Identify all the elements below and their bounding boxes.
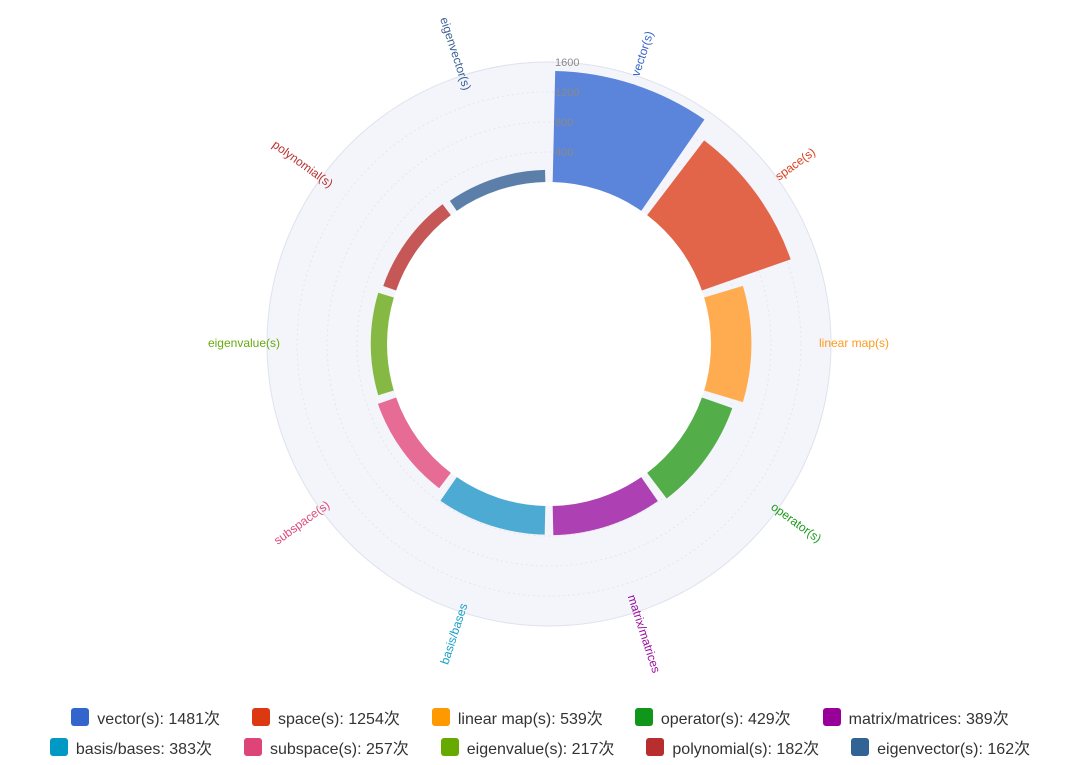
legend-label: polynomial(s): 182次	[672, 741, 820, 758]
bar[interactable]	[383, 204, 451, 291]
bar[interactable]	[647, 397, 733, 499]
legend-label: eigenvalue(s): 217次	[466, 741, 615, 758]
legend-swatch	[851, 738, 870, 756]
legend-swatch	[440, 738, 459, 756]
legend-label: operator(s): 429次	[660, 711, 791, 728]
legend-item[interactable]: operator(s): 429次	[634, 705, 791, 729]
legend-swatch	[646, 738, 665, 756]
legend-swatch	[71, 708, 90, 726]
bar[interactable]	[377, 397, 451, 489]
legend-item[interactable]: polynomial(s): 182次	[646, 735, 819, 759]
category-label: space(s)	[773, 145, 818, 183]
legend-swatch	[822, 708, 841, 726]
category-label: eigenvalue(s)	[208, 336, 280, 350]
legend-label: linear map(s): 539次	[457, 711, 603, 728]
gridline	[326, 121, 772, 567]
legend-item[interactable]: space(s): 1254次	[252, 705, 400, 729]
bar[interactable]	[647, 140, 791, 291]
bars	[370, 70, 791, 536]
tick-label: 800	[555, 117, 573, 129]
legend-label: vector(s): 1481次	[97, 711, 221, 728]
radial-bar-chart: 400 800 1200 1600 vector(s) space(s) linear m…	[208, 15, 889, 674]
legend-label: matrix/matrices: 389次	[848, 711, 1009, 728]
legend-swatch	[49, 738, 68, 756]
category-label: linear map(s)	[819, 336, 889, 350]
bar[interactable]	[370, 292, 394, 396]
legend-row-1: vector(s): 1481次 space(s): 1254次 linear …	[0, 702, 1080, 732]
legend-swatch	[431, 708, 450, 726]
legend-swatch	[634, 708, 653, 726]
legend-item[interactable]: subspace(s): 257次	[243, 735, 409, 759]
category-label: subspace(s)	[271, 498, 332, 548]
legend-label: eigenvector(s): 162次	[877, 741, 1031, 758]
legend-item[interactable]: eigenvalue(s): 217次	[440, 735, 615, 759]
gridline	[296, 91, 802, 597]
legend-label: basis/bases: 383次	[75, 741, 212, 758]
radial-tick-labels: 400 800 1200 1600	[555, 57, 579, 159]
legend-swatch	[252, 708, 271, 726]
category-label: vector(s)	[629, 29, 657, 78]
legend-label: subspace(s): 257次	[269, 741, 409, 758]
bar[interactable]	[449, 169, 546, 211]
tick-label: 400	[555, 147, 573, 159]
legend-label: space(s): 1254次	[278, 711, 400, 728]
legend-item[interactable]: linear map(s): 539次	[431, 705, 603, 729]
tick-label: 1200	[555, 87, 579, 99]
category-label: polynomial(s)	[270, 137, 336, 190]
inner-hole	[387, 182, 711, 506]
category-label: basis/bases	[438, 602, 471, 667]
bar[interactable]	[552, 477, 658, 536]
legend-item[interactable]: matrix/matrices: 389次	[822, 705, 1009, 729]
legend-item[interactable]: eigenvector(s): 162次	[851, 735, 1030, 759]
tick-label: 1600	[555, 57, 579, 69]
legend-item[interactable]: vector(s): 1481次	[71, 705, 220, 729]
bar[interactable]	[552, 70, 705, 211]
legend-row-2: basis/bases: 383次 subspace(s): 257次 eige…	[0, 732, 1080, 762]
category-label: operator(s)	[768, 500, 824, 546]
bar[interactable]	[440, 477, 546, 535]
bar[interactable]	[704, 285, 752, 403]
legend-swatch	[243, 738, 262, 756]
legend-item[interactable]: basis/bases: 383次	[49, 735, 212, 759]
